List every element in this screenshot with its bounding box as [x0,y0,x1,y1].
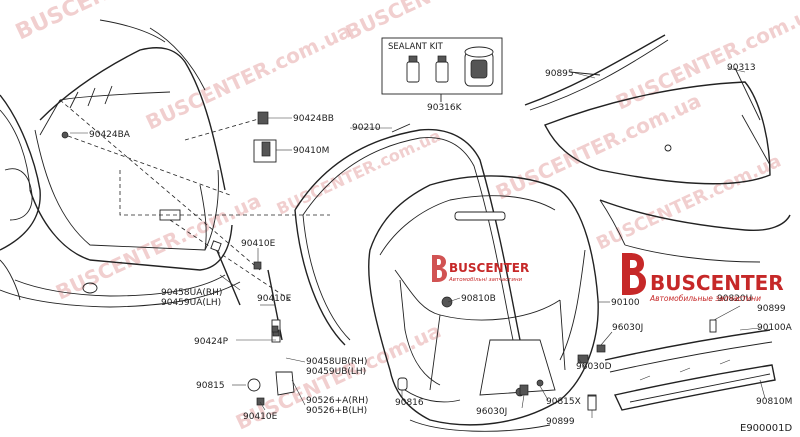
sealant-kit-box: SEALANT KIT [381,37,503,102]
diagram-code: E900001D [740,423,792,434]
small-components [210,111,597,411]
label-90316K: 90316K [427,103,463,113]
sealant-kit-title: SEALANT KIT [388,42,444,52]
brand-logo-small: BUSCENTER Автомобільні запчастини [432,255,529,283]
label-90459UB: 90459UB(LH) [306,367,366,377]
label-90899-top: 90899 [757,304,786,314]
label-90424P: 90424P [194,337,229,347]
logo-tagline: Автомобильные запчастини [649,294,761,303]
watermark: BUSCENTER.com.ua [12,0,245,45]
brand-logo-large: BUSCENTER Автомобильные запчастини [622,253,784,303]
label-90899-bottom: 90899 [546,417,575,427]
label-90895: 90895 [545,69,574,79]
label-90815X: 90815X [546,397,581,407]
label-90458UB: 90458UB(RH) [306,357,367,367]
logo-b-small-icon [432,255,447,282]
label-90410E-3: 90410E [243,412,278,422]
label-90526A: 90526+A(RH) [306,396,368,406]
label-90210: 90210 [352,123,381,133]
label-90410M: 90410M [293,146,329,156]
label-90424BA: 90424BA [89,130,131,140]
label-90810B: 90810B [461,294,496,304]
label-90820U: 90820U [717,294,752,304]
rear-window-glass [524,34,791,263]
label-90100A: 90100A [757,323,793,333]
label-90458UA: 90458UA(RH) [161,288,222,298]
label-90816: 90816 [395,398,424,408]
watermark: BUSCENTER.com.ua [492,88,705,204]
label-90410E-1: 90410E [241,239,276,249]
logo-small-name: BUSCENTER [449,261,529,275]
label-90526B: 90526+B(LH) [306,406,367,416]
label-90815: 90815 [196,381,225,391]
label-90410E-2: 90410E [257,294,292,304]
logo-name: BUSCENTER [650,271,784,295]
back-door-finisher [587,319,776,411]
logo-small-tagline: Автомобільні запчастини [448,277,523,283]
label-90313: 90313 [727,63,756,73]
back-door-panel [368,175,606,432]
leader-dashes [59,99,330,301]
vehicle-rear-view [0,19,241,308]
logo-b-icon [622,253,646,295]
label-96030J-bottom: 96030J [476,407,507,417]
watermarks: BUSCENTER.com.ua BUSCENTER.com.ua BUSCEN… [12,0,800,435]
leader-lines [70,67,766,418]
label-90459UA: 90459UA(LH) [161,298,221,308]
part-labels: 90424BA 90424BB 90410M 90210 90316K 9089… [89,63,793,427]
label-96030J-top: 96030J [612,323,643,333]
label-90424BB: 90424BB [293,114,334,124]
label-90100: 90100 [611,298,640,308]
label-90810M: 90810M [756,397,792,407]
label-96030D: 96030D [576,362,612,372]
back-door-weatherstrip [294,123,521,346]
